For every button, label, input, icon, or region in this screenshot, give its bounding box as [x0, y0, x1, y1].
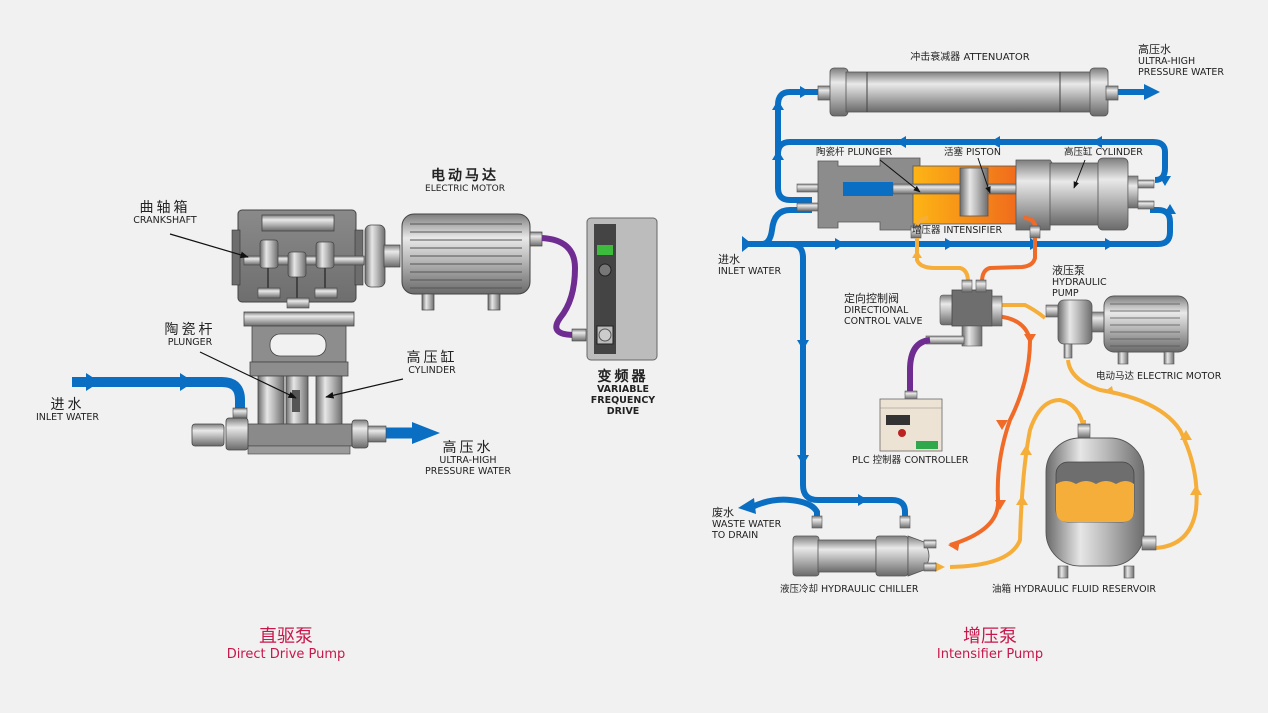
- signal-cable: [541, 235, 579, 338]
- crankshaft-callout: [169, 233, 249, 259]
- crankshaft-housing: [231, 209, 365, 305]
- hydraulic-high-line-intensifier: [980, 238, 1037, 283]
- crankshaft-label: 曲轴箱 CRANKSHAFT: [133, 200, 197, 227]
- intensifier-body: [796, 157, 1155, 239]
- hydraulic-low-line-intensifier: [915, 238, 970, 283]
- manifold: [245, 423, 353, 447]
- outlet-arrow-icon: [412, 422, 440, 444]
- flow-arrow-icon: [180, 373, 194, 391]
- intensifier-label: 增压器 INTENSIFIER: [912, 225, 1003, 236]
- signal-cable: [907, 337, 931, 392]
- attenuator-label: 冲击衰减器 ATTENUATOR: [910, 52, 1030, 63]
- motor-label: 电动马达 ELECTRIC MOTOR: [425, 168, 505, 195]
- direct-drive-pump-illustration: [72, 209, 658, 455]
- intensifier-title: 增压泵: [963, 626, 1017, 647]
- plc-controller: [879, 390, 943, 452]
- vfd-label: 变频器 VARIABLE FREQUENCY DRIVE: [590, 369, 656, 417]
- outlet-water-label: 高压水 ULTRA-HIGH PRESSURE WATER: [424, 440, 511, 478]
- coupling: [364, 224, 386, 288]
- valve-label: 定向控制阀 DIRECTIONAL CONTROL VALVE: [844, 292, 923, 327]
- outlet-water-label: 高压水 ULTRA-HIGH PRESSURE WATER: [1138, 43, 1225, 78]
- electric-motor: [401, 213, 543, 311]
- plc-label: PLC 控制器 CONTROLLER: [852, 455, 969, 466]
- reservoir-label: 油箱 HYDRAULIC FLUID RESERVOIR: [992, 584, 1157, 595]
- flow-arrow-icon: [86, 373, 100, 391]
- direct-drive-title: 直驱泵: [259, 626, 313, 647]
- waste-arrow-icon: [738, 498, 756, 514]
- water-pipe-to-chiller: [789, 241, 908, 520]
- cylinder-label: 高压缸 CYLINDER: [406, 350, 458, 377]
- cylinder: [257, 375, 285, 427]
- water-pipe-inlet-branch: [761, 207, 812, 247]
- chiller-label: 液压冷却 HYDRAULIC CHILLER: [780, 584, 919, 595]
- waste-water-pipe: [748, 496, 820, 520]
- hydraulic-fluid-reservoir: [1045, 423, 1157, 579]
- plunger-callout: [879, 159, 921, 193]
- hydraulic-pump-label: 液压泵 HYDRAULIC PUMP: [1052, 264, 1107, 299]
- electric-motor: [1091, 295, 1189, 365]
- inlet-water-label: 进水 INLET WATER: [35, 397, 100, 424]
- directional-control-valve: [925, 279, 1003, 347]
- inlet-water-pipe: [72, 377, 245, 412]
- cylinder-callout: [325, 378, 404, 399]
- intensifier-subtitle: Intensifier Pump: [936, 647, 1044, 662]
- water-pipe-inlet-main: [744, 207, 1173, 247]
- hydraulic-chiller: [792, 515, 937, 577]
- piston-label: 活塞 PISTON: [944, 147, 1001, 158]
- variable-frequency-drive: [586, 217, 658, 361]
- plunger-label: 陶瓷杆 PLUNGER: [816, 147, 893, 158]
- plunger-label: 陶瓷杆 PLUNGER: [164, 322, 216, 349]
- waste-water-label: 废水 WASTE WATER TO DRAIN: [712, 506, 782, 541]
- plunger-callout: [199, 351, 297, 399]
- cylinder-callout: [1073, 159, 1086, 189]
- outlet-arrow-icon: [1144, 84, 1160, 100]
- hydraulic-low-reservoir-to-pump: [1066, 359, 1199, 550]
- attenuator: [817, 67, 1119, 117]
- hydraulic-low-chiller-to-pump: [949, 397, 1086, 569]
- direct-drive-subtitle: Direct Drive Pump: [226, 647, 346, 662]
- hydraulic-high-valve-return: [949, 314, 1033, 547]
- cylinder-label: 高压缸 CYLINDER: [1064, 147, 1143, 158]
- inlet-water-label: 进水 INLET WATER: [718, 253, 782, 277]
- motor-label: 电动马达 ELECTRIC MOTOR: [1096, 371, 1222, 382]
- intensifier-pump-illustration: [738, 67, 1202, 579]
- piston-callout: [977, 157, 991, 194]
- hydraulic-low-pump-to-valve: [995, 303, 1047, 320]
- cylinder: [315, 375, 343, 427]
- inlet-arrow-icon: [742, 236, 752, 252]
- hydraulic-pump: [1045, 299, 1093, 359]
